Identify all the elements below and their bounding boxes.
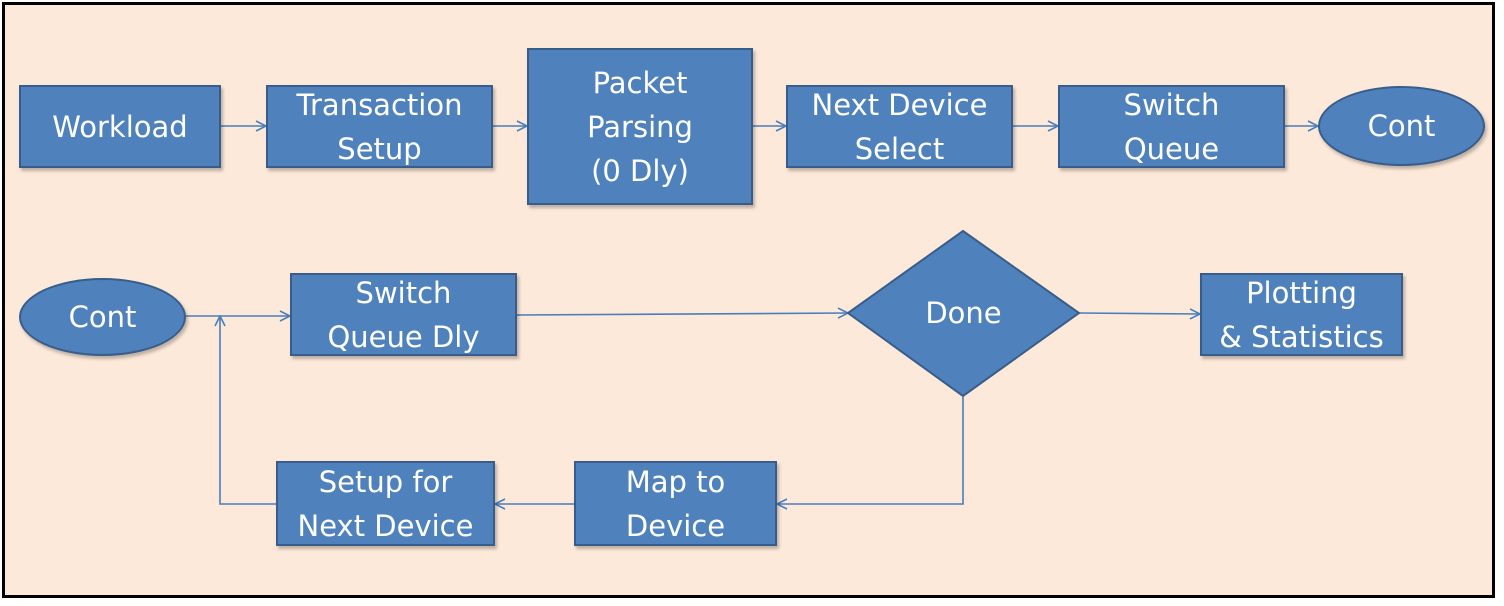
switch-queue-label: Switch Queue xyxy=(1123,87,1220,166)
edge-setup-next-device-loop xyxy=(220,316,276,505)
packet-parsing-label: Packet Parsing (0 Dly) xyxy=(587,65,693,188)
done-diamond xyxy=(846,229,1081,398)
workload-node: Workload xyxy=(19,85,221,168)
setup-next-device-node: Setup for Next Device xyxy=(276,461,495,546)
transaction-setup-node: Transaction Setup xyxy=(266,85,493,168)
switch-queue-dly-node: Switch Queue Dly xyxy=(290,273,517,356)
transaction-setup-label: Transaction Setup xyxy=(296,87,463,166)
cont-top-node: Cont xyxy=(1318,86,1485,166)
packet-parsing-node: Packet Parsing (0 Dly) xyxy=(527,48,753,205)
setup-next-device-label: Setup for Next Device xyxy=(297,464,474,543)
plotting-statistics-node: Plotting & Statistics xyxy=(1200,273,1403,356)
map-to-device-node: Map to Device xyxy=(574,461,777,546)
switch-queue-node: Switch Queue xyxy=(1058,85,1285,168)
workload-label: Workload xyxy=(52,109,188,144)
map-to-device-label: Map to Device xyxy=(625,464,726,543)
next-device-select-label: Next Device Select xyxy=(811,87,988,166)
cont-bottom-node: Cont xyxy=(19,278,186,356)
edge-done-plotting-statistics xyxy=(1078,313,1200,314)
cont-bottom-label: Cont xyxy=(68,300,137,334)
edge-done-map-to-device xyxy=(777,397,964,504)
next-device-select-node: Next Device Select xyxy=(786,85,1013,168)
edge-switch-queue-dly-done xyxy=(516,313,848,315)
plotting-statistics-label: Plotting & Statistics xyxy=(1219,275,1384,354)
cont-top-label: Cont xyxy=(1367,109,1436,143)
switch-queue-dly-label: Switch Queue Dly xyxy=(327,275,480,354)
